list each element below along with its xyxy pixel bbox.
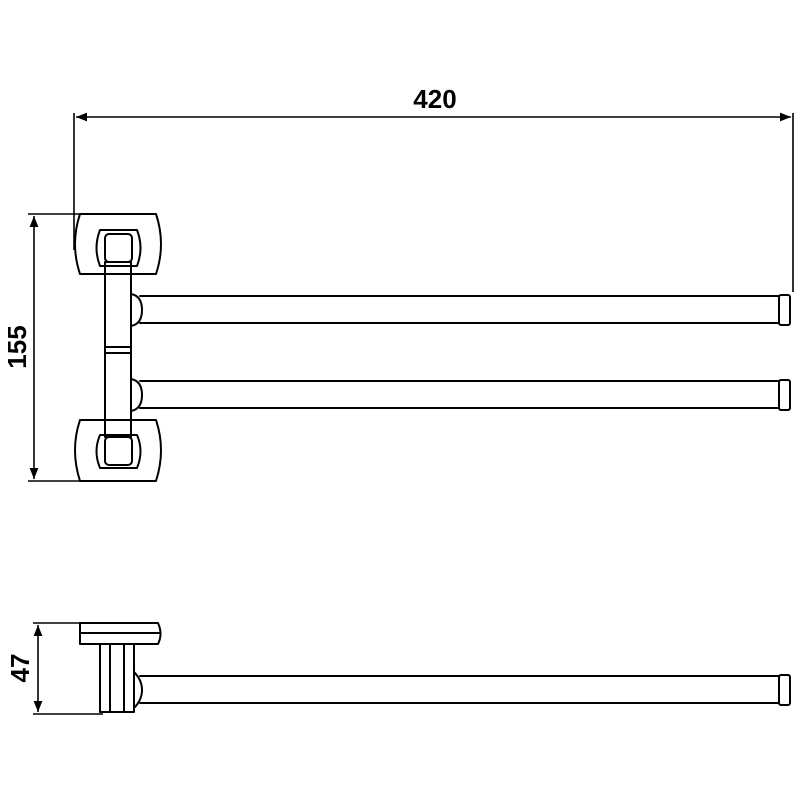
dimension-length: 420: [73, 84, 794, 292]
dimension-height-front-label: 155: [2, 325, 32, 368]
dimension-height-front: 155: [2, 213, 80, 482]
lower-towel-arm: [139, 379, 791, 411]
front-view: 420 155: [2, 84, 794, 482]
top-wall-plate: [74, 213, 162, 275]
side-towel-arm: [133, 671, 791, 709]
dimension-height-side: 47: [5, 622, 103, 715]
bottom-wall-plate: [74, 419, 162, 482]
dimension-height-side-label: 47: [5, 654, 35, 683]
upper-towel-arm: [139, 294, 791, 326]
side-view: 47: [5, 622, 791, 715]
dimension-length-label: 420: [413, 84, 456, 114]
side-post: [99, 643, 135, 713]
swivel-post: [104, 261, 143, 438]
side-wall-plate: [79, 622, 162, 645]
